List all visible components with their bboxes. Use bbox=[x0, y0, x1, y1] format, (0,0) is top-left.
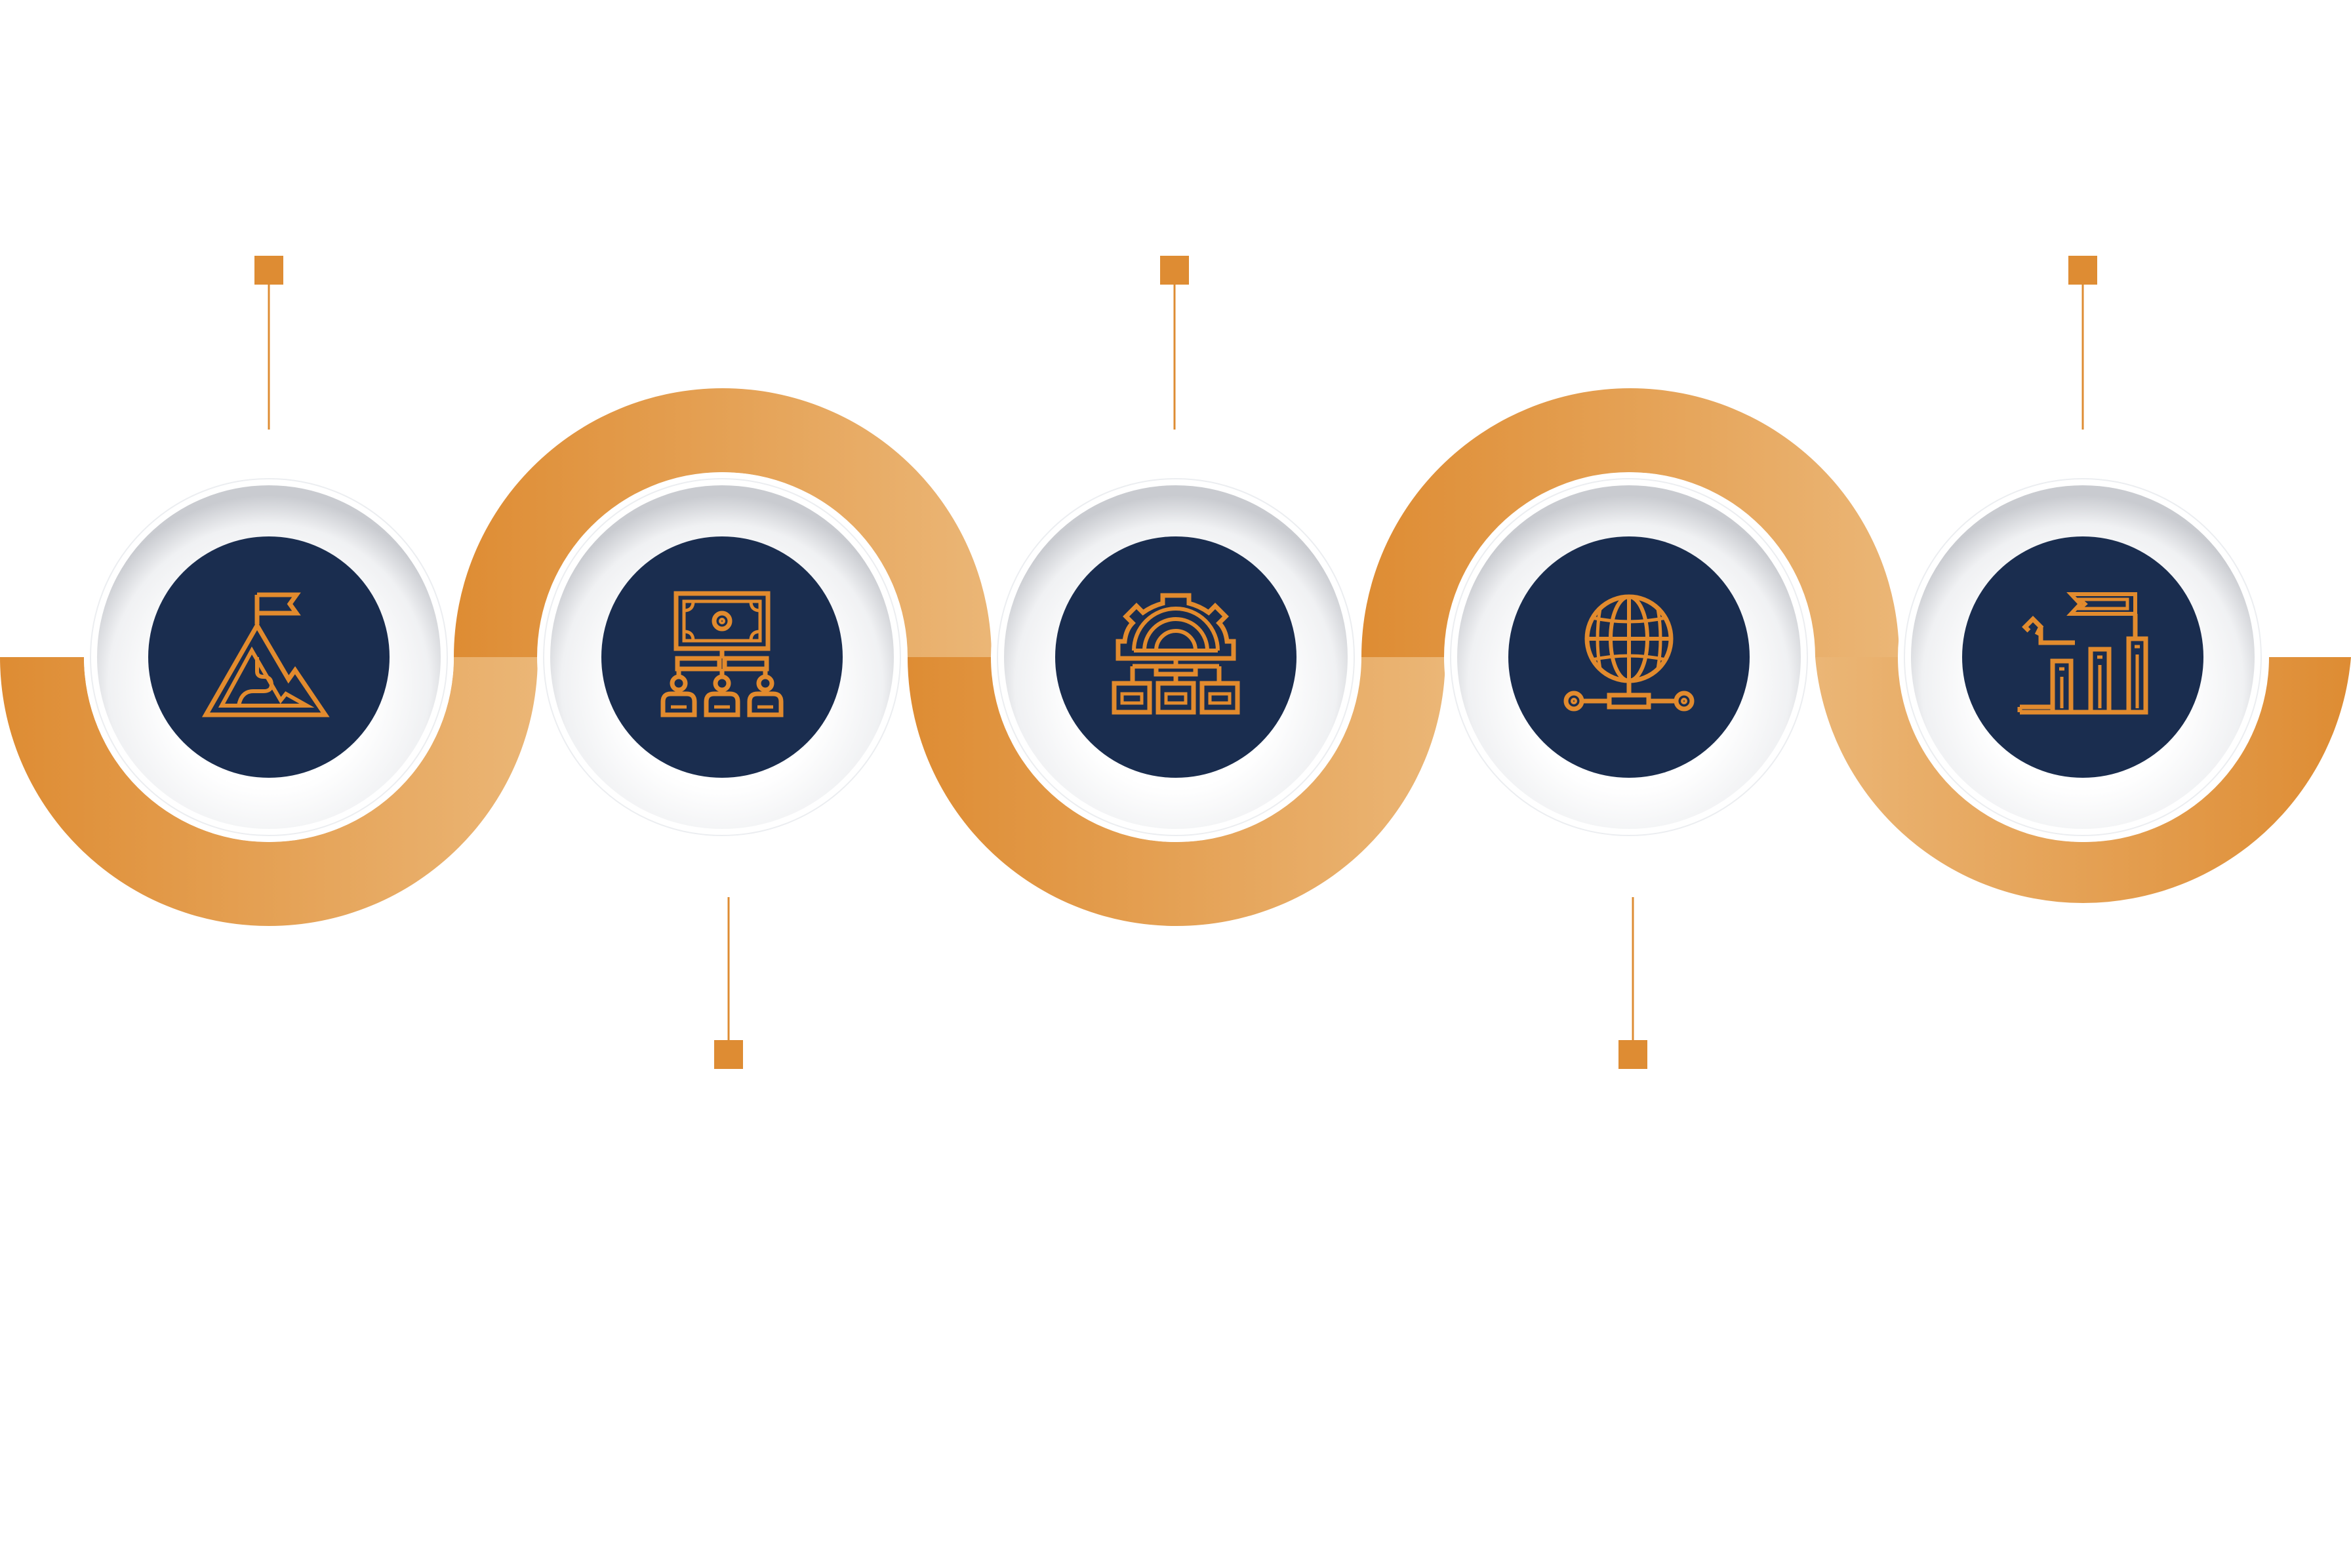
step-node-1 bbox=[84, 472, 454, 842]
marker-3 bbox=[1160, 256, 1189, 430]
wave-segment-4 bbox=[1361, 388, 1899, 657]
marker-2 bbox=[714, 897, 743, 1069]
wave-segment-2 bbox=[454, 388, 992, 657]
budget-org-chart-icon bbox=[660, 591, 784, 717]
marker-5 bbox=[2068, 256, 2097, 430]
growth-chart-flag-icon bbox=[2017, 592, 2148, 715]
markers bbox=[254, 256, 2097, 1069]
wave-band bbox=[0, 388, 2351, 926]
global-network-icon bbox=[1563, 594, 1695, 712]
step-node-5 bbox=[1898, 472, 2268, 842]
wave-segment-5 bbox=[1815, 657, 2351, 903]
mountain-flag-icon bbox=[201, 592, 330, 717]
marker-1 bbox=[254, 256, 283, 430]
wave-segment-3 bbox=[908, 657, 1445, 926]
wave-segment-1 bbox=[0, 657, 538, 926]
gear-project-structure-icon bbox=[1112, 593, 1240, 715]
marker-4 bbox=[1618, 897, 1647, 1069]
